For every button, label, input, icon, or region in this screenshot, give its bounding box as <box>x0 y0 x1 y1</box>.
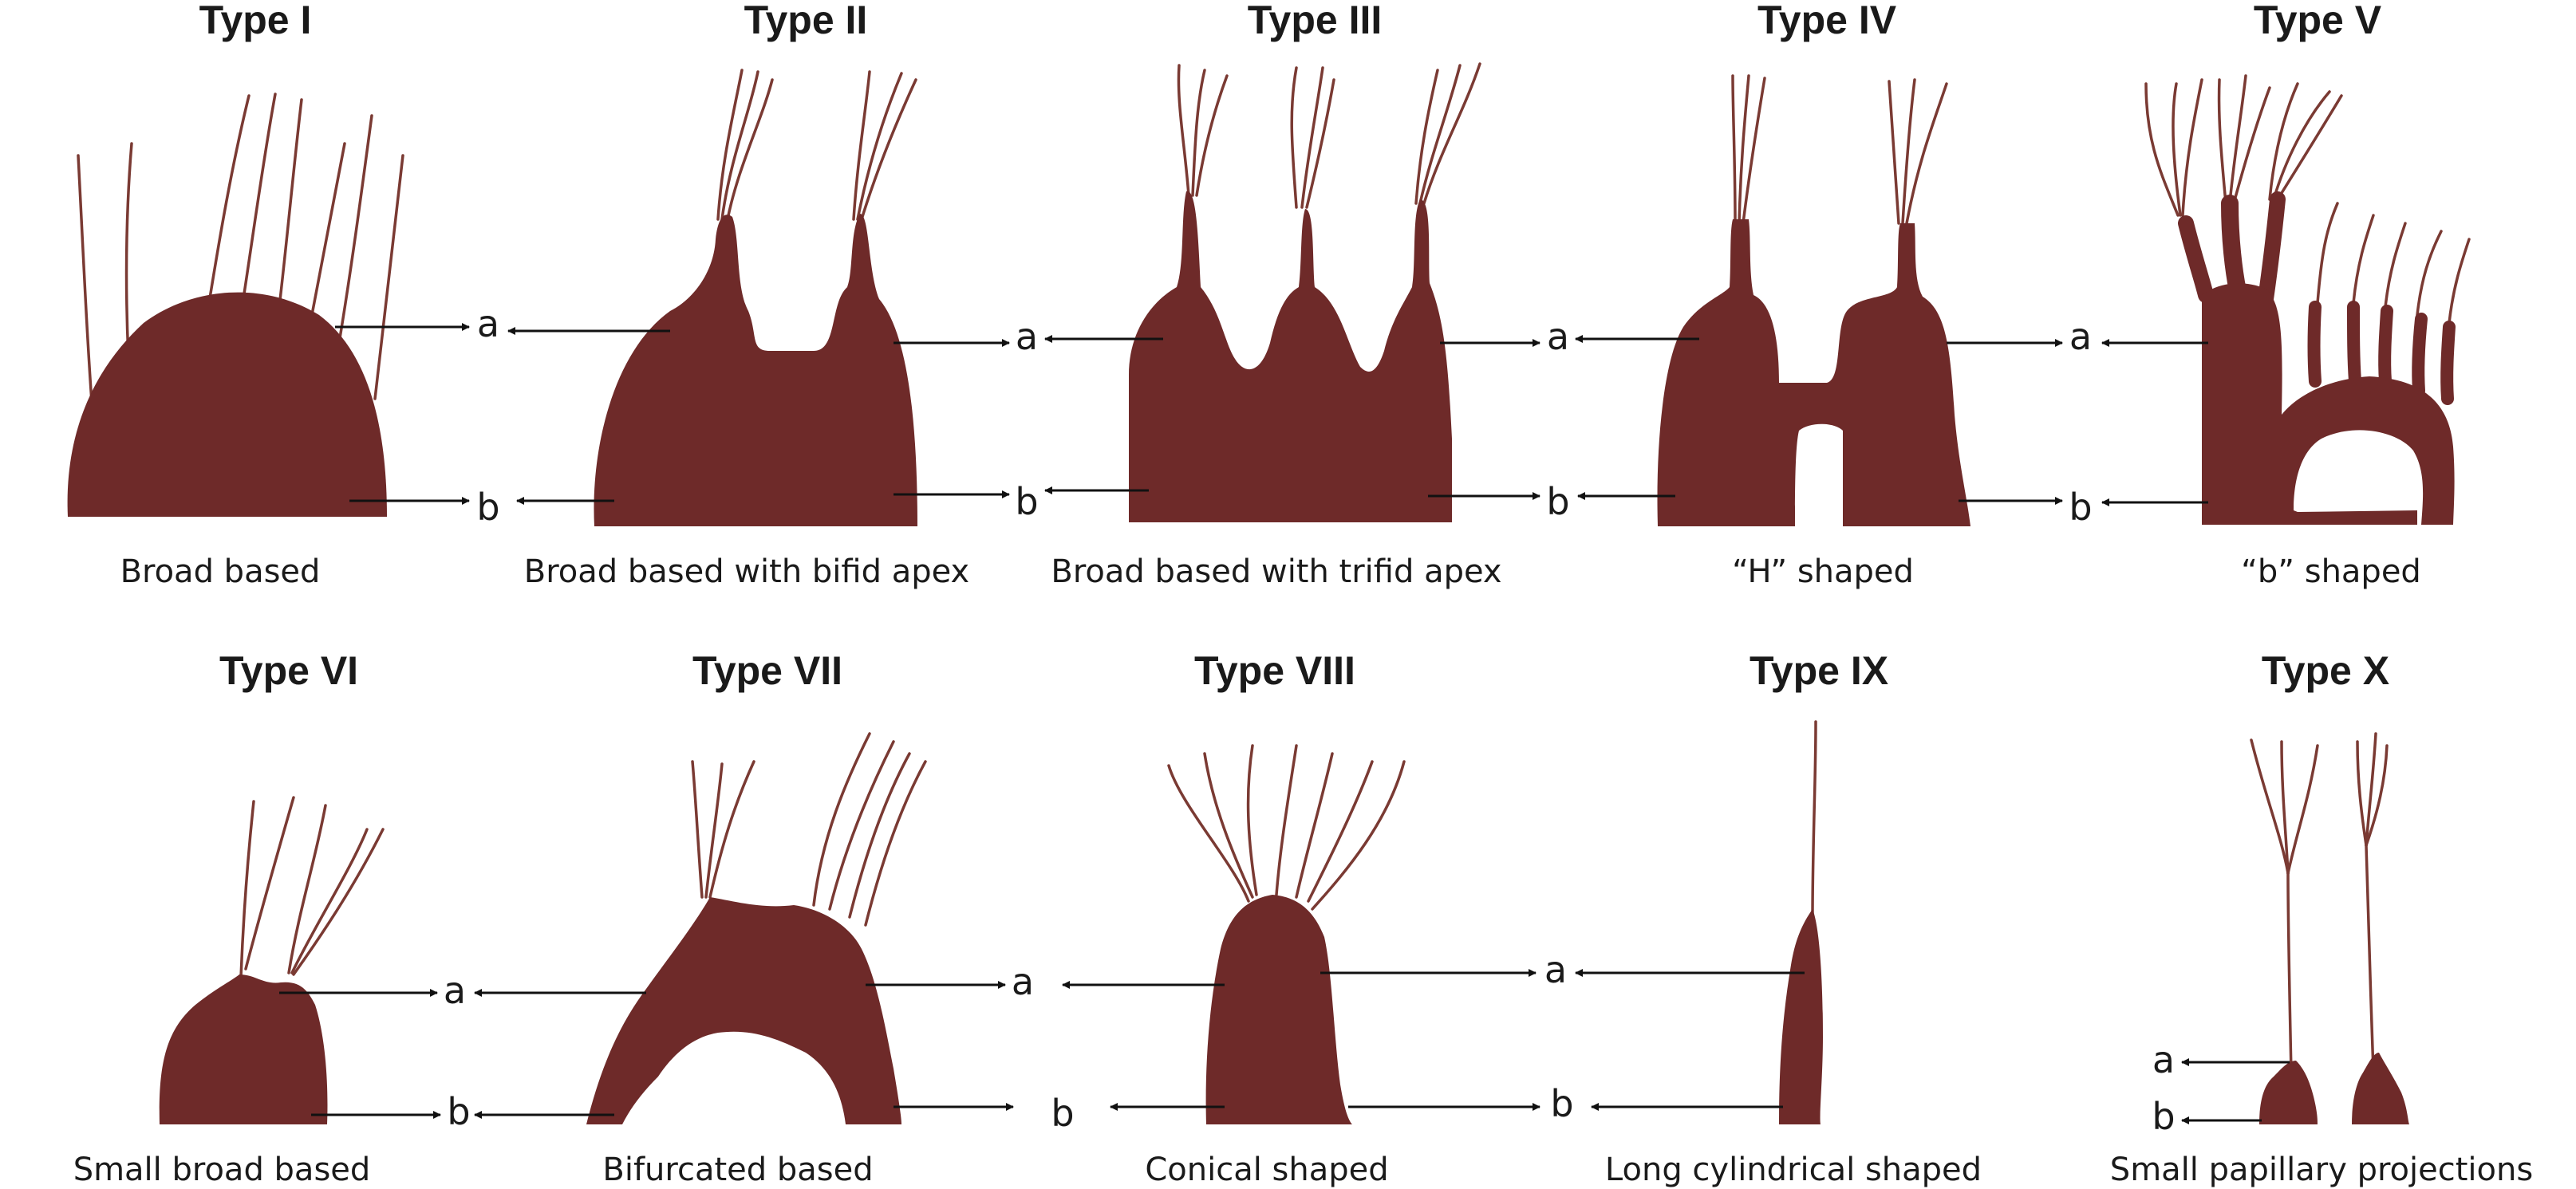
title-type-10: Type X <box>2262 648 2389 693</box>
caption-type-2: Broad based with bifid apex <box>524 553 969 590</box>
papilla-type-7 <box>586 732 927 1124</box>
caption-type-8: Conical shaped <box>1145 1152 1388 1188</box>
caption-type-7: Bifurcated based <box>602 1152 873 1188</box>
apex-label: a <box>1544 948 1567 991</box>
caption-type-9: Long cylindrical shaped <box>1605 1152 1982 1188</box>
title-type-6: Type VI <box>219 648 358 693</box>
apex-label: a <box>2069 315 2092 358</box>
apex-label: a <box>1012 960 1034 1003</box>
apex-label: a <box>477 302 499 345</box>
apex-label: a <box>2152 1038 2175 1081</box>
label-group-row1-col2: a b <box>1015 315 1038 523</box>
caption-type-3: Broad based with trifid apex <box>1051 553 1501 590</box>
apex-label: a <box>1547 315 1569 358</box>
caption-type-10: Small papillary projections <box>2110 1152 2533 1188</box>
title-type-5: Type V <box>2254 0 2382 42</box>
label-group-row2-col3: a b <box>1544 948 1574 1125</box>
papilla-type-4 <box>1657 74 1970 526</box>
papilla-type-3 <box>1129 62 1481 522</box>
title-type-9: Type IX <box>1750 648 1888 693</box>
title-type-3: Type III <box>1248 0 1383 42</box>
label-group-row1-col3: a b <box>1546 315 1569 523</box>
base-label: b <box>476 486 499 529</box>
apex-label: a <box>444 969 466 1012</box>
label-group-row2-col4: a b <box>2152 1038 2175 1138</box>
papilla-type-10 <box>2250 732 2409 1124</box>
title-type-4: Type IV <box>1757 0 1897 42</box>
title-type-1: Type I <box>199 0 312 42</box>
label-group-row2-col2: a b <box>1012 960 1075 1135</box>
base-label: b <box>447 1090 470 1133</box>
base-label: b <box>1550 1082 1573 1125</box>
papilla-type-1 <box>67 93 404 517</box>
apex-label: a <box>1016 315 1038 358</box>
title-type-8: Type VIII <box>1194 648 1355 693</box>
papilla-type-6 <box>159 796 385 1124</box>
caption-type-4: “H” shaped <box>1732 553 1914 590</box>
base-label: b <box>2069 486 2092 529</box>
caption-type-6: Small broad based <box>73 1152 371 1188</box>
base-label: b <box>1051 1092 1074 1135</box>
label-group-row2-col1: a b <box>444 969 471 1133</box>
pointer-arrows <box>279 323 2290 1124</box>
papilla-type-8 <box>1167 744 1406 1124</box>
title-type-2: Type II <box>744 0 868 42</box>
label-group-row1-col4: a b <box>2069 315 2092 529</box>
base-label: b <box>2152 1095 2175 1138</box>
caption-type-1: Broad based <box>120 553 321 590</box>
base-label: b <box>1015 480 1038 523</box>
papilla-type-5 <box>2144 74 2471 525</box>
caption-type-5: “b” shaped <box>2241 553 2421 590</box>
title-type-7: Type VII <box>692 648 842 693</box>
papilla-type-9 <box>1779 720 1823 1124</box>
papilla-type-2 <box>594 69 917 526</box>
label-group-row1-col1: a b <box>476 302 499 529</box>
base-label: b <box>1546 480 1569 523</box>
